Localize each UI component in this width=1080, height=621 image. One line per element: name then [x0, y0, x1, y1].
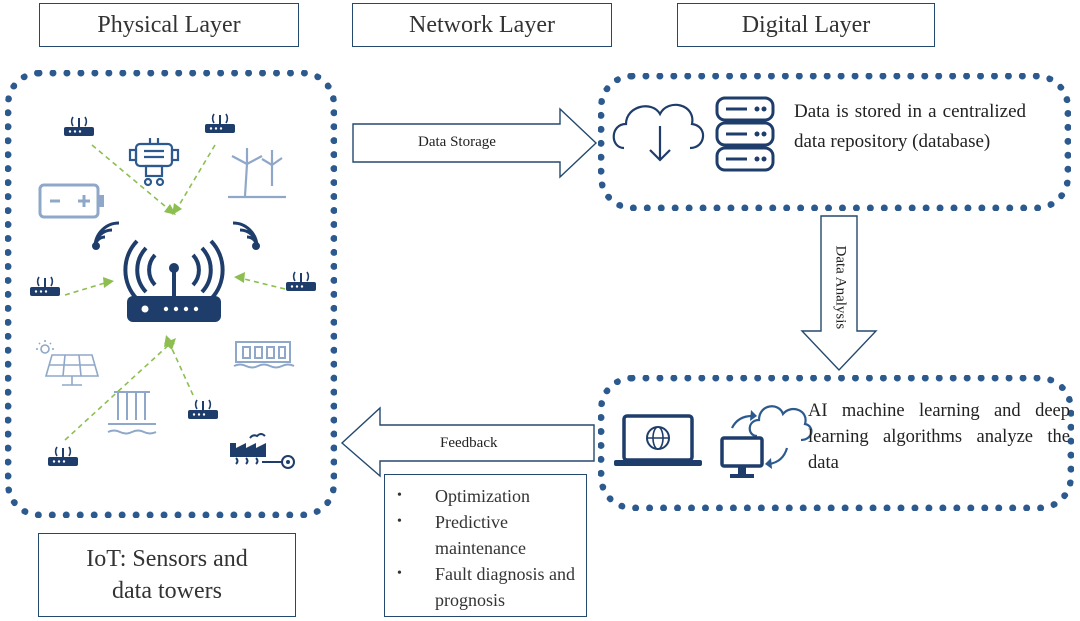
storage-icons [612, 96, 775, 172]
wifi-signal-icon [232, 221, 260, 250]
feedback-arrow [340, 406, 595, 478]
data-storage-arrow [352, 107, 598, 179]
solar-panel-icon [36, 340, 100, 386]
data-analysis-label: Data Analysis [832, 245, 849, 330]
cloud-download-icon [612, 103, 705, 162]
data-storage-label: Data Storage [418, 134, 496, 150]
storage-frame [598, 73, 1071, 211]
sensor-icon [205, 113, 235, 133]
database-icon [715, 96, 775, 172]
wind-turbine-icon [228, 148, 286, 199]
hydro-station-icon [107, 391, 157, 435]
iot-caption-line1: IoT: Sensors and [86, 546, 248, 572]
analysis-frame [598, 375, 1074, 511]
laptop-web-icon [614, 414, 702, 466]
outcome-item: Fault diagnosis and prognosis [395, 561, 582, 613]
outcome-item: Predictive maintenance [395, 509, 582, 561]
outcome-item: Optimization [395, 483, 582, 509]
network-layer-header: Network Layer [352, 3, 612, 47]
dam-icon [233, 341, 295, 369]
physical-layer-header: Physical Layer [39, 3, 299, 47]
physical-layer-frame [5, 70, 337, 518]
wifi-signal-icon [92, 221, 120, 250]
battery-icon [38, 183, 104, 219]
sensor-icon [64, 116, 94, 136]
feedback-outcomes-box: Optimization Predictive maintenance Faul… [384, 474, 587, 617]
storage-description: Data is stored in a centralized data rep… [794, 101, 1026, 152]
cloud-sync-icon [720, 405, 813, 478]
machine-icon [128, 138, 180, 187]
sensor-icon [30, 276, 60, 296]
feedback-label: Feedback [440, 435, 498, 451]
router-icon [123, 239, 225, 322]
sensor-icon [286, 271, 316, 291]
data-analysis-arrow [800, 215, 878, 372]
sensor-icon [188, 399, 218, 419]
digital-layer-header: Digital Layer [677, 3, 935, 47]
iot-caption-box: IoT: Sensors and data towers [38, 533, 296, 617]
physical-layer-icons [30, 113, 316, 469]
analysis-description: AI machine learning and deep learning al… [808, 401, 1070, 473]
sensor-icon [48, 446, 78, 466]
analysis-icons [614, 405, 813, 478]
factory-icon [230, 433, 295, 469]
connector-arrowheads [103, 203, 245, 350]
iot-caption-line2: data towers [112, 578, 222, 604]
